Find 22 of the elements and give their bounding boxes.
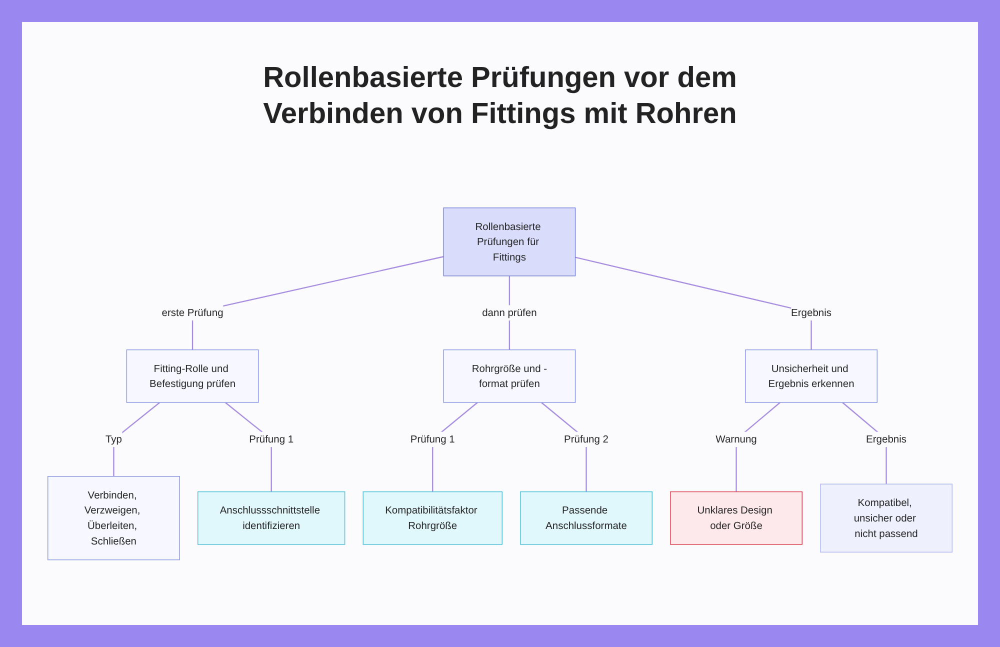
node-box: Unklares Design oder Größe [670, 491, 802, 544]
node-box: Passende Anschlussformate [520, 491, 652, 544]
connector [575, 256, 812, 350]
connector [113, 402, 160, 476]
edge-label: Ergebnis [866, 432, 906, 445]
node-box: Kompatibilitätsfaktor Rohrgröße [362, 491, 502, 544]
diagram-title: Rollenbasierte Prüfungen vor dem Verbinden von Fittings mit Rohren [262, 61, 738, 132]
node-box: Fitting-Rolle und Befestigung prüfen [126, 349, 259, 403]
node-box: Anschlussschnittstelle identifizieren [198, 491, 346, 544]
edge-label: Prüfung 1 [249, 432, 294, 445]
node-box: Verbinden, Verzweigen, Überleiten, Schließen [48, 476, 180, 560]
node-box: Kompatibel, unsicher oder nicht passend [820, 483, 952, 552]
edge-label: Warnung [716, 432, 757, 445]
edge-label: Ergebnis [791, 306, 832, 318]
edge-label: Typ [105, 432, 122, 445]
edge-label: Prüfung 1 [410, 432, 455, 445]
node-box: Rollenbasierte Prüfungen für Fittings [443, 207, 576, 276]
edge-label: dann prüfen [482, 306, 537, 318]
node-box: Unsicherheit und Ergebnis erkennen [745, 349, 878, 403]
node-box: Rohrgröße und -format prüfen [443, 349, 576, 403]
edge-label: Prüfung 2 [564, 432, 608, 445]
edge-label: erste Prüfung [162, 306, 224, 318]
